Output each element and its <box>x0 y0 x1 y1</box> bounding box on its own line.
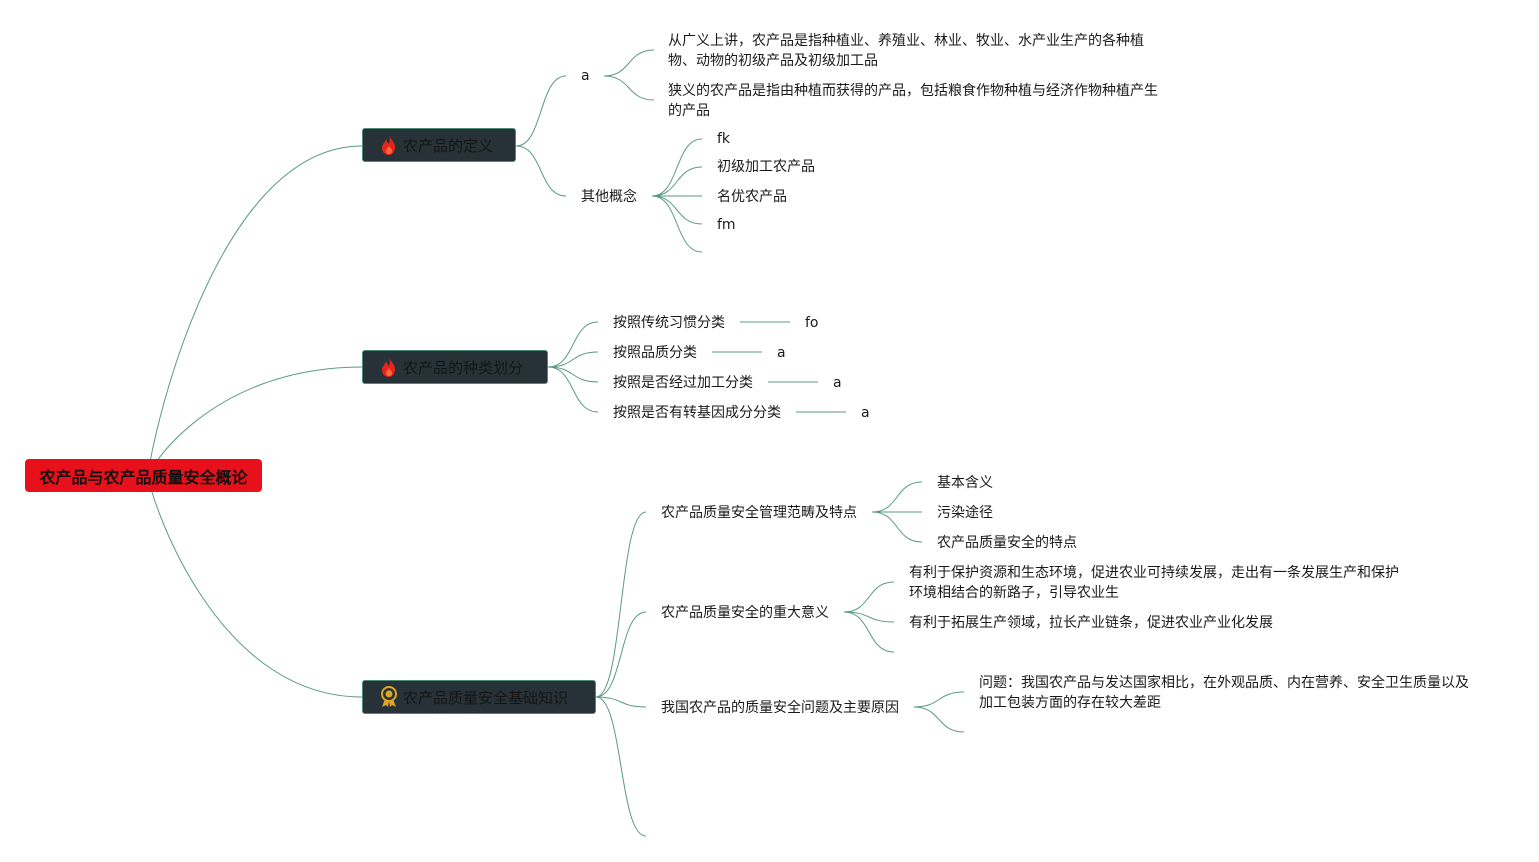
node-processed-a[interactable]: a <box>833 375 842 391</box>
fire-icon <box>379 356 399 378</box>
root-to-knowledge-line <box>147 475 363 698</box>
node-problems-causes[interactable]: 我国农产品的质量安全问题及主要原因 <box>661 700 899 716</box>
connector-line <box>547 366 599 383</box>
broad-definition-text[interactable]: 从广义上讲，农产品是指种植业、养殖业、林业、牧业、水产业生产的各种植物、动物的初… <box>668 33 1144 69</box>
branch-definition-label: 农产品的定义 <box>403 136 494 155</box>
node-pollution-paths[interactable]: 污染途径 <box>937 505 993 521</box>
significance-industry-text[interactable]: 有利于拓展生产领域，拉长产业链条，促进农业产业化发展 <box>909 615 1273 631</box>
node-a[interactable]: a <box>581 68 590 84</box>
connector-line <box>913 691 965 708</box>
branch-classification-label: 农产品的种类划分 <box>403 358 524 377</box>
connector-line <box>871 511 923 543</box>
problems-text[interactable]: 问题：我国农产品与发达国家相比，在外观品质、内在营养、安全卫生质量以及加工包装方… <box>979 675 1469 711</box>
connector-line <box>651 195 703 253</box>
node-fk[interactable]: fk <box>717 131 731 147</box>
connector-line <box>913 706 965 733</box>
branch-definition[interactable]: 农产品的定义 <box>362 128 516 162</box>
node-fo[interactable]: fo <box>805 315 819 331</box>
connector-line <box>651 166 703 197</box>
connector-line <box>603 49 655 77</box>
node-fm[interactable]: fm <box>717 217 736 233</box>
connector-line <box>595 511 647 698</box>
connector-line <box>595 696 647 837</box>
node-safety-features[interactable]: 农产品质量安全的特点 <box>937 535 1077 551</box>
node-significance[interactable]: 农产品质量安全的重大意义 <box>661 605 829 621</box>
root-to-definition-line <box>147 145 363 477</box>
node-management-scope[interactable]: 农产品质量安全管理范畴及特点 <box>661 505 857 521</box>
node-processed-class[interactable]: 按照是否经过加工分类 <box>613 375 753 391</box>
connector-line <box>603 75 655 101</box>
significance-ecology-text[interactable]: 有利于保护资源和生态环境，促进农业可持续发展，走出有一条发展生产和保护环境相结合… <box>909 565 1399 601</box>
connector-line <box>871 481 923 513</box>
node-basic-meaning[interactable]: 基本含义 <box>937 475 993 491</box>
branch-basic-knowledge[interactable]: 农产品质量安全基础知识 <box>362 680 596 714</box>
connector-line <box>515 75 567 147</box>
fire-icon <box>379 134 399 156</box>
node-gmo-class[interactable]: 按照是否有转基因成分分类 <box>613 405 781 421</box>
root-node-label: 农产品与农产品质量安全概论 <box>39 467 248 487</box>
node-gmo-a[interactable]: a <box>861 405 870 421</box>
connector-line <box>515 145 567 197</box>
connector-line <box>843 581 895 613</box>
narrow-definition-text[interactable]: 狭义的农产品是指由种植而获得的产品，包括粮食作物种植与经济作物种植产生的产品 <box>668 83 1158 119</box>
node-quality-class[interactable]: 按照品质分类 <box>613 345 697 361</box>
node-traditional-class[interactable]: 按照传统习惯分类 <box>613 315 725 331</box>
connector-line <box>595 611 647 698</box>
connector-line <box>547 321 599 368</box>
connector-line <box>843 611 895 623</box>
node-primary-processed[interactable]: 初级加工农产品 <box>717 159 815 175</box>
award-ribbon-icon <box>379 686 399 708</box>
connector-line <box>843 611 895 653</box>
branch-classification[interactable]: 农产品的种类划分 <box>362 350 548 384</box>
connector-line <box>651 195 703 225</box>
node-quality-a[interactable]: a <box>777 345 786 361</box>
node-famous-products[interactable]: 名优农产品 <box>717 189 787 205</box>
connector-line <box>547 351 599 368</box>
connector-line <box>651 138 703 197</box>
root-node[interactable]: 农产品与农产品质量安全概论 <box>25 459 262 492</box>
branch-basic-knowledge-label: 农产品质量安全基础知识 <box>403 688 569 707</box>
connector-line <box>547 366 599 413</box>
node-other-concepts[interactable]: 其他概念 <box>581 189 637 205</box>
connector-line <box>595 696 647 708</box>
